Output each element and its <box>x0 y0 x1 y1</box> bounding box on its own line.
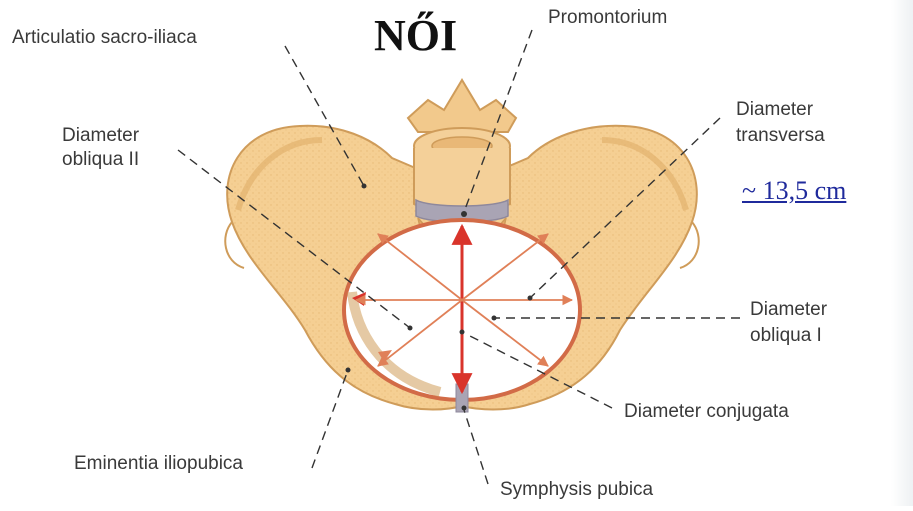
label-diameter-obliqua-i-line2: obliqua I <box>750 324 822 348</box>
label-symphysis-pubica: Symphysis pubica <box>500 478 653 502</box>
edge-shade <box>891 0 913 506</box>
label-diameter-conjugata: Diameter conjugata <box>624 400 789 424</box>
page-title: NŐI <box>374 10 457 62</box>
label-diameter-obliqua-i-line1: Diameter <box>750 298 827 322</box>
measurement-link[interactable]: ~ 13,5 cm <box>742 176 846 206</box>
label-diameter-transversa-line1: Diameter <box>736 98 813 122</box>
label-diameter-transversa-line2: transversa <box>736 124 825 148</box>
label-diameter-obliqua-ii-line1: Diameter <box>62 124 139 148</box>
label-diameter-obliqua-ii-line2: obliqua II <box>62 148 139 172</box>
label-articulatio-sacro-iliaca: Articulatio sacro-iliaca <box>12 26 197 50</box>
label-promontorium: Promontorium <box>548 6 667 30</box>
label-eminentia-iliopubica: Eminentia iliopubica <box>74 452 243 476</box>
